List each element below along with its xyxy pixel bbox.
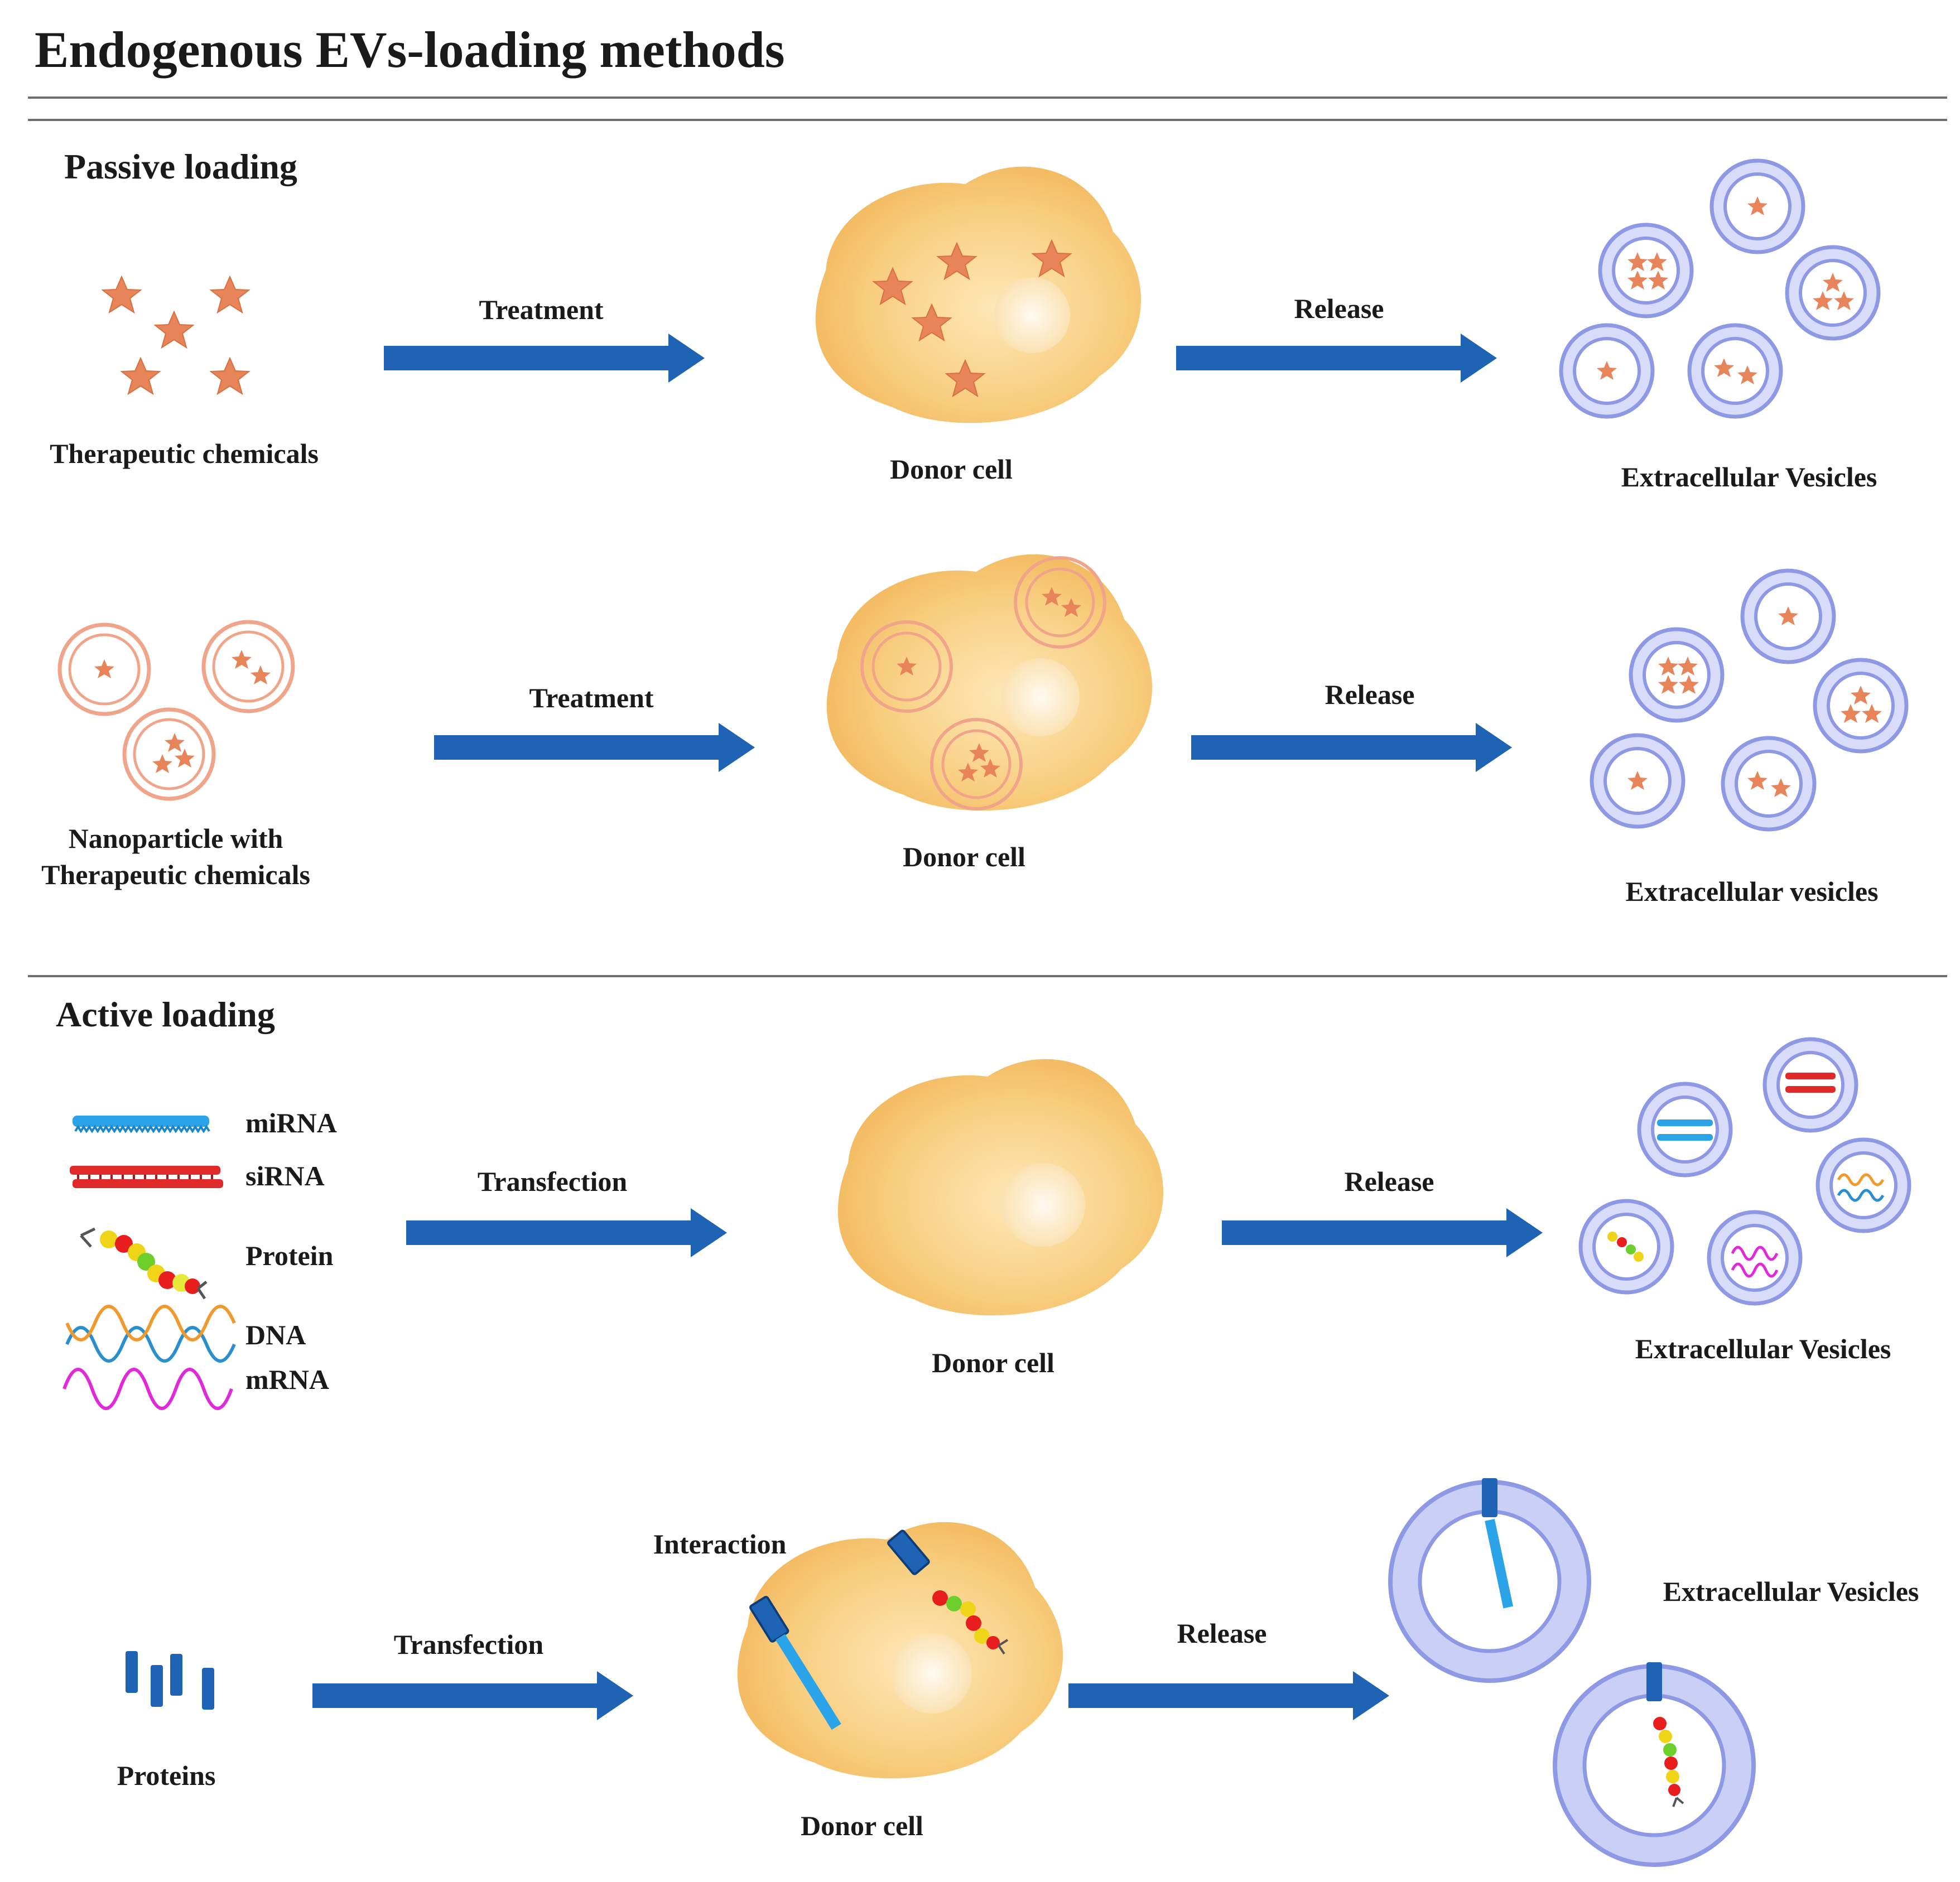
row1-release-arrow xyxy=(1176,334,1497,383)
protein-chain-icon xyxy=(80,1227,208,1300)
row3-cell-label: Donor cell xyxy=(932,1347,1054,1378)
row2-vesicles xyxy=(1592,571,1906,829)
row2-result-label: Extracellular vesicles xyxy=(1625,876,1878,907)
row1-treatment-arrow xyxy=(384,334,705,383)
row3-result-label: Extracellular Vesicles xyxy=(1635,1333,1891,1364)
cargo-label-sirna: siRNA xyxy=(245,1160,325,1191)
row4-result-label: Extracellular Vesicles xyxy=(1663,1576,1919,1607)
row3-transfection-arrow xyxy=(406,1208,727,1257)
row4-release-arrow xyxy=(1068,1671,1389,1720)
nanoparticles-group xyxy=(60,622,293,799)
row4-protein-chain xyxy=(932,1590,1009,1655)
row2-nucleus xyxy=(1001,658,1080,736)
row1-step-label: Treatment xyxy=(479,294,603,325)
figure-title: Endogenous EVs-loading methods xyxy=(35,21,785,78)
row1-cell-label: Donor cell xyxy=(890,453,1013,485)
therapeutic-chemicals-group xyxy=(102,276,249,394)
section-active-loading: Active loading xyxy=(56,995,275,1034)
row4-transfection-arrow xyxy=(312,1671,633,1720)
row1-release-label: Release xyxy=(1294,293,1384,324)
dna-icon xyxy=(65,1305,236,1363)
row3-step-label: Transfection xyxy=(478,1166,628,1197)
row4-receptor-left xyxy=(749,1596,841,1730)
proteins-icon xyxy=(126,1651,214,1710)
row3-release-arrow xyxy=(1222,1208,1543,1257)
row2-release-label: Release xyxy=(1325,679,1414,710)
row2-source-label-line1: Nanoparticle with xyxy=(69,823,283,854)
row4-cell-label: Donor cell xyxy=(801,1810,923,1841)
row4-source-label: Proteins xyxy=(117,1760,216,1791)
row4-receptor-right xyxy=(887,1529,930,1575)
row2-step-label: Treatment xyxy=(529,682,653,713)
mrna-icon xyxy=(62,1368,233,1410)
row3-donor-cell xyxy=(837,1059,1164,1316)
row3-release-label: Release xyxy=(1344,1166,1434,1197)
mirna-icon xyxy=(73,1116,210,1133)
row3-vesicles xyxy=(1581,1039,1909,1304)
row2-source-label-line2: Therapeutic chemicals xyxy=(41,859,310,890)
row4-vesicle-top xyxy=(1388,1478,1591,1683)
row4-nucleus xyxy=(892,1633,972,1714)
row3-nucleus xyxy=(1001,1163,1085,1247)
row4-donor-cell xyxy=(737,1522,1063,1779)
row4-step-label: Transfection xyxy=(394,1629,544,1660)
cargo-label-dna: DNA xyxy=(245,1319,306,1350)
row1-source-label: Therapeutic chemicals xyxy=(50,438,319,469)
row1-donor-cell xyxy=(815,166,1142,423)
cargo-label-protein: Protein xyxy=(245,1240,334,1271)
cargo-label-mirna: miRNA xyxy=(245,1107,337,1138)
row4-vesicle-bottom xyxy=(1553,1662,1756,1867)
row1-vesicles xyxy=(1561,161,1879,417)
interaction-label: Interaction xyxy=(653,1528,787,1560)
row2-release-arrow xyxy=(1191,723,1512,772)
row1-result-label: Extracellular Vesicles xyxy=(1621,461,1877,493)
row4-release-label: Release xyxy=(1177,1618,1266,1649)
row1-nucleus xyxy=(994,277,1070,353)
row2-cell-label: Donor cell xyxy=(903,841,1025,872)
row2-donor-cell xyxy=(826,554,1153,811)
section-passive-loading: Passive loading xyxy=(64,147,297,186)
row2-treatment-arrow xyxy=(434,723,755,772)
cargo-label-mrna: mRNA xyxy=(245,1364,329,1395)
sirna-icon xyxy=(70,1166,223,1188)
